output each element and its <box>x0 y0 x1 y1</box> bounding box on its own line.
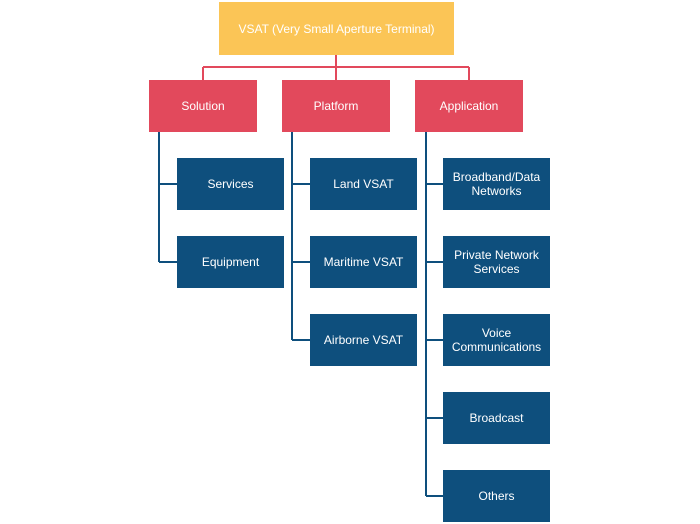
category-solution: Solution <box>149 80 257 132</box>
leaf-label: Private Network Services <box>454 248 539 276</box>
leaf-label: Equipment <box>201 255 260 269</box>
top-connectors <box>202 55 470 80</box>
category-application-label: Application <box>439 99 499 113</box>
leaf-others: Others <box>443 470 550 522</box>
leaf-broadband-data-networks: Broadband/Data Networks <box>443 158 550 210</box>
leaf-label: Others <box>478 489 515 503</box>
branch-connectors <box>158 132 443 497</box>
category-solution-label: Solution <box>181 99 225 113</box>
category-application: Application <box>415 80 523 132</box>
leaf-label: Airborne VSAT <box>323 333 404 347</box>
leaf-maritime-vsat: Maritime VSAT <box>310 236 417 288</box>
leaf-voice-communications: Voice Communications <box>443 314 550 366</box>
category-platform-label: Platform <box>313 99 359 113</box>
leaf-services: Services <box>177 158 284 210</box>
leaf-label: Broadcast <box>469 411 524 425</box>
category-platform: Platform <box>282 80 390 132</box>
leaf-private-network-services: Private Network Services <box>443 236 550 288</box>
leaf-equipment: Equipment <box>177 236 284 288</box>
leaf-label: Broadband/Data Networks <box>452 170 541 198</box>
root-node: VSAT (Very Small Aperture Terminal) <box>219 2 454 55</box>
leaf-broadcast: Broadcast <box>443 392 550 444</box>
leaf-airborne-vsat: Airborne VSAT <box>310 314 417 366</box>
leaf-label: Voice Communications <box>451 326 542 354</box>
root-label: VSAT (Very Small Aperture Terminal) <box>238 21 435 36</box>
leaf-label: Land VSAT <box>333 177 394 191</box>
leaf-label: Maritime VSAT <box>323 255 404 269</box>
leaf-land-vsat: Land VSAT <box>310 158 417 210</box>
leaf-label: Services <box>207 177 254 191</box>
